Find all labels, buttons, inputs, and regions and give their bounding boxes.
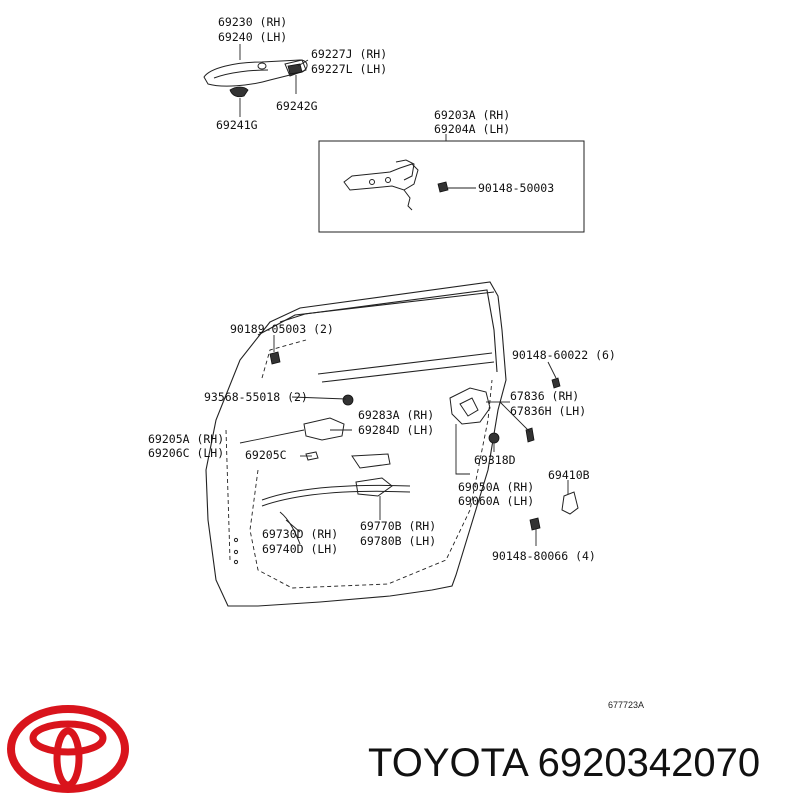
label-93568-55018: 93568-55018 (2)	[204, 390, 308, 404]
toyota-logo-icon	[7, 705, 129, 793]
label-69283A: 69283A (RH)	[358, 408, 434, 422]
door-outline	[205, 281, 507, 607]
label-69730D: 69730D (RH)	[262, 527, 338, 541]
label-90148-50003: 90148-50003	[478, 181, 554, 195]
label-69242G: 69242G	[276, 99, 318, 113]
label-69770B: 69770B (RH)	[360, 519, 436, 533]
brand-part-number: TOYOTA 6920342070	[368, 741, 761, 785]
label-90148-80066: 90148-80066 (4)	[492, 549, 596, 563]
part-labels: 69230 (RH) 69240 (LH) 69227J (RH) 69227L…	[148, 15, 644, 710]
label-69227L: 69227L (LH)	[311, 62, 387, 76]
label-69204A: 69204A (LH)	[434, 122, 510, 136]
label-69205A: 69205A (RH)	[148, 432, 224, 446]
label-69060A: 69060A (LH)	[458, 494, 534, 508]
leader-lines	[239, 335, 569, 546]
label-69740D: 69740D (LH)	[262, 542, 338, 556]
label-69318D: 69318D	[474, 453, 516, 467]
label-69410B: 69410B	[548, 468, 590, 482]
label-69203A: 69203A (RH)	[434, 108, 510, 122]
label-69240: 69240 (LH)	[218, 30, 287, 44]
label-67836: 67836 (RH)	[510, 389, 579, 403]
outside-handle-group	[203, 44, 309, 117]
label-69206C: 69206C (LH)	[148, 446, 224, 460]
figure-code: 677723A	[608, 700, 644, 710]
label-69241G: 69241G	[216, 118, 258, 132]
label-69227J: 69227J (RH)	[311, 47, 387, 61]
label-69780B: 69780B (LH)	[360, 534, 436, 548]
label-67836H: 67836H (LH)	[510, 404, 586, 418]
label-69050A: 69050A (RH)	[458, 480, 534, 494]
label-69230: 69230 (RH)	[218, 15, 287, 29]
label-69284D: 69284D (LH)	[358, 423, 434, 437]
label-90189-05003: 90189-05003 (2)	[230, 322, 334, 336]
label-90148-60022: 90148-60022 (6)	[512, 348, 616, 362]
lock-assembly-box	[318, 134, 585, 233]
latch-parts	[269, 351, 579, 531]
label-69205C: 69205C	[245, 448, 287, 462]
